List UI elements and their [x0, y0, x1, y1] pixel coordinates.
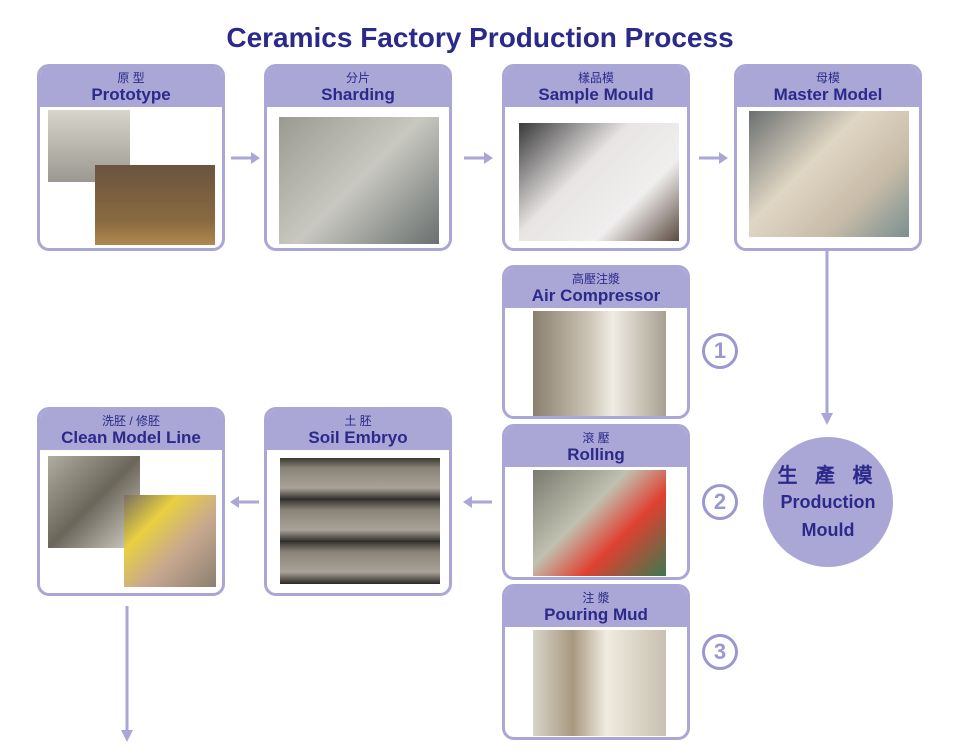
- soil-embryo-photo: [280, 458, 440, 584]
- step-label-en: Pouring Mud: [544, 605, 648, 624]
- step-label-zh: 滾 壓: [582, 431, 610, 445]
- step-sample-mould: 樣品模 Sample Mould: [502, 64, 690, 251]
- step-header: 土 胚 Soil Embryo: [267, 410, 449, 450]
- step-label-en: Master Model: [773, 85, 883, 104]
- master-model-photo: [749, 111, 909, 237]
- step-pouring-mud: 注 漿 Pouring Mud: [502, 584, 690, 740]
- arrow-right-icon: [464, 152, 493, 164]
- prototype-cups-photo: [95, 165, 215, 245]
- step-rolling: 滾 壓 Rolling: [502, 424, 690, 580]
- step-label-en: Prototype: [91, 85, 171, 104]
- production-mould-circle: 生 產 模 Production Mould: [763, 437, 893, 567]
- step-clean-model-line: 洗胚 / 修胚 Clean Model Line: [37, 407, 225, 596]
- step-label-zh: 高壓注漿: [571, 272, 620, 286]
- step-label-en: Air Compressor: [531, 286, 661, 305]
- arrow-right-icon: [699, 152, 728, 164]
- step-label-en: Sharding: [321, 85, 395, 104]
- pouring-mud-photo: [533, 630, 666, 736]
- step-label-en: Rolling: [567, 445, 625, 464]
- step-header: 滾 壓 Rolling: [505, 427, 687, 467]
- production-label-en-1: Production: [780, 492, 876, 512]
- step-label-zh: 分片: [345, 71, 370, 85]
- step-header: 樣品模 Sample Mould: [505, 67, 687, 107]
- production-label-zh: 生 產 模: [777, 465, 879, 487]
- arrow-down-icon: [121, 606, 133, 742]
- step-label-zh: 土 胚: [344, 414, 372, 428]
- step-header: 分片 Sharding: [267, 67, 449, 107]
- arrow-left-icon: [463, 496, 492, 508]
- sharding-photo: [279, 117, 439, 244]
- step-label-zh: 洗胚 / 修胚: [101, 414, 160, 428]
- air-compressor-photo: [533, 311, 666, 416]
- production-label-en-2: Mould: [801, 520, 855, 540]
- step-label-zh: 樣品模: [577, 71, 614, 85]
- step-label-en: Sample Mould: [538, 85, 654, 104]
- arrow-right-icon: [231, 152, 260, 164]
- step-label-zh: 注 漿: [582, 591, 610, 605]
- step-header: 原 型 Prototype: [40, 67, 222, 107]
- step-master-model: 母模 Master Model: [734, 64, 922, 251]
- step-label-zh: 母模: [815, 71, 840, 85]
- arrow-down-icon: [821, 251, 833, 425]
- step-prototype: 原 型 Prototype: [37, 64, 225, 251]
- step-sharding: 分片 Sharding: [264, 64, 452, 251]
- page-title: Ceramics Factory Production Process: [226, 22, 734, 53]
- rolling-photo: [533, 470, 666, 576]
- arrow-left-icon: [230, 496, 259, 508]
- clean-hand-photo: [124, 495, 216, 587]
- step-header: 注 漿 Pouring Mud: [505, 587, 687, 627]
- sample-mould-photo: [519, 123, 679, 241]
- step-label-en: Soil Embryo: [308, 428, 408, 447]
- method-number-3: 3: [702, 634, 738, 670]
- step-header: 洗胚 / 修胚 Clean Model Line: [40, 410, 222, 450]
- step-air-compressor: 高壓注漿 Air Compressor: [502, 265, 690, 419]
- step-header: 母模 Master Model: [737, 67, 919, 107]
- step-soil-embryo: 土 胚 Soil Embryo: [264, 407, 452, 596]
- step-label-en: Clean Model Line: [61, 428, 201, 447]
- step-label-zh: 原 型: [117, 71, 145, 85]
- method-number-1: 1: [702, 333, 738, 369]
- step-header: 高壓注漿 Air Compressor: [505, 268, 687, 308]
- method-number-2: 2: [702, 484, 738, 520]
